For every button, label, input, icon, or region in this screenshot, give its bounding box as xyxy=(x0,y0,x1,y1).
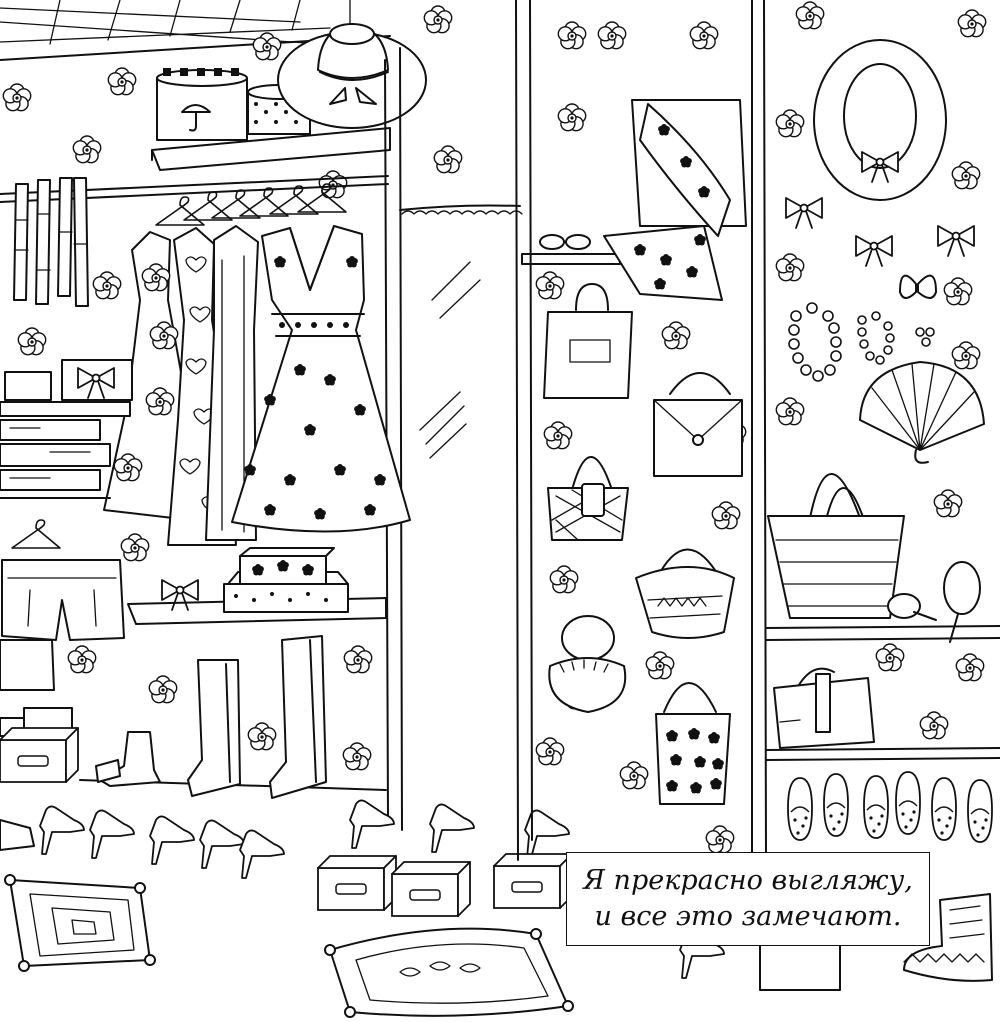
round-mirror xyxy=(814,40,946,200)
polka-dot-dress xyxy=(232,226,410,532)
denim-shorts xyxy=(2,560,124,640)
quilted-bag xyxy=(548,457,628,540)
sunglasses xyxy=(540,235,590,249)
right-column xyxy=(679,0,1000,990)
motivational-caption: Я прекрасно выгляжу, и все это замечают. xyxy=(566,852,930,946)
top-shelf xyxy=(152,24,426,170)
bags-column xyxy=(522,21,746,854)
tote-bag xyxy=(544,284,632,398)
caption-line-1: Я прекрасно выгляжу, xyxy=(583,865,913,896)
left-shelves xyxy=(0,360,132,690)
tall-boots xyxy=(188,636,326,798)
umbrella-icon xyxy=(182,105,210,131)
bead-necklaces xyxy=(789,303,934,381)
caption-line-2: и все это замечают. xyxy=(594,901,902,932)
hair-brush xyxy=(888,594,936,620)
sun-hat xyxy=(278,24,426,128)
mirror-panel xyxy=(400,0,532,860)
cushion-right xyxy=(325,929,573,1017)
satchel-bag xyxy=(774,669,874,748)
striped-dress xyxy=(206,226,258,540)
scarf xyxy=(604,100,746,300)
butterfly xyxy=(900,276,936,298)
floor-shoes xyxy=(0,799,570,879)
floor-boxes xyxy=(317,853,573,917)
sneaker xyxy=(904,894,992,981)
bows xyxy=(785,197,975,267)
patterned-hobo-bag xyxy=(636,549,734,638)
daisy-bucket-bag xyxy=(656,683,730,804)
ankle-boots xyxy=(96,732,160,786)
middle-shelf xyxy=(128,548,386,624)
scarves xyxy=(14,178,88,306)
hand-mirror xyxy=(944,562,980,642)
envelope-bag xyxy=(654,373,742,476)
left-wardrobe xyxy=(0,48,410,830)
ballet-flats xyxy=(787,771,993,843)
pouch-bag xyxy=(549,616,625,712)
straw-bag xyxy=(768,474,904,618)
boots-shelf xyxy=(0,636,386,798)
folding-fan xyxy=(860,362,984,463)
cushion-left xyxy=(5,875,155,971)
